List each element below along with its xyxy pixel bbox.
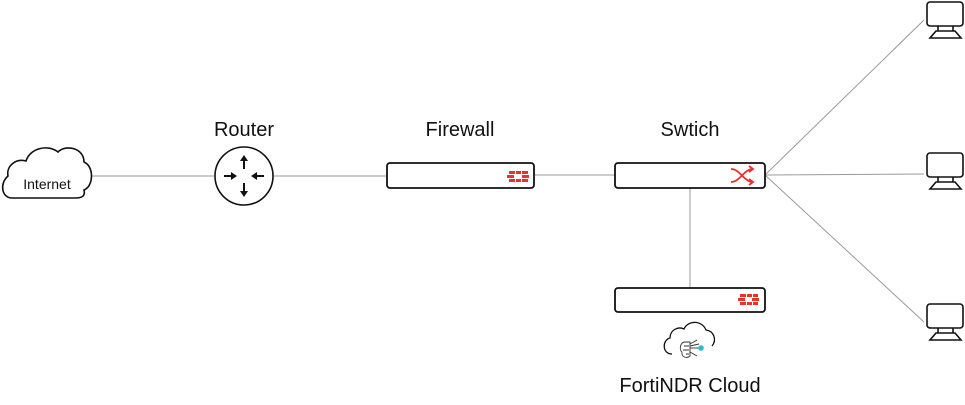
router-label: Router xyxy=(213,119,275,141)
firewall-label: Firewall xyxy=(425,119,495,141)
edge-switch-endpoint-3 xyxy=(764,174,925,323)
computer-icon[interactable] xyxy=(926,303,964,341)
fortindr-cloud-label: FortiNDR Cloud xyxy=(619,375,761,397)
connections xyxy=(90,19,925,323)
internet-cloud-icon[interactable] xyxy=(1,147,93,199)
sensor-appliance[interactable] xyxy=(614,287,766,313)
router-icon[interactable] xyxy=(214,146,274,206)
fortigate-icon xyxy=(738,294,759,305)
edge-switch-endpoint-2 xyxy=(764,173,925,176)
firewall-appliance[interactable] xyxy=(386,162,535,189)
switch-label: Swtich xyxy=(660,119,720,141)
internet-label: Internet xyxy=(23,176,71,192)
fortigate-icon xyxy=(507,171,529,182)
edge-switch-endpoint-1 xyxy=(764,19,925,176)
switch-appliance[interactable] xyxy=(614,162,766,189)
computer-icon[interactable] xyxy=(926,152,964,190)
ai-cloud-brain-icon[interactable] xyxy=(663,321,716,358)
switch-crossover-icon xyxy=(730,165,755,186)
computer-icon[interactable] xyxy=(926,1,964,39)
